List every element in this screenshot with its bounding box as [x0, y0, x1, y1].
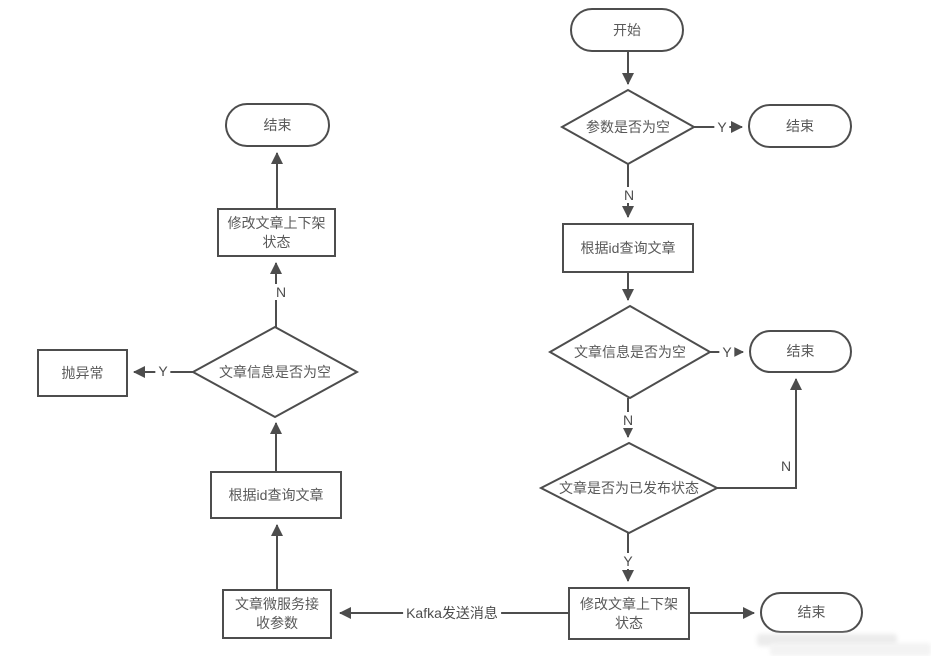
edge-label-no-article-info-right: N — [619, 412, 637, 428]
start-terminator: 开始 — [570, 8, 684, 52]
decision-article-info-left-shape — [190, 325, 360, 419]
end-terminator-bottom-right: 结束 — [760, 592, 863, 633]
process-receive-params: 文章微服务接收参数 — [222, 589, 332, 639]
edge-label-yes-params: Y — [714, 119, 730, 135]
watermark-patch — [770, 643, 931, 656]
decision-published-shape — [538, 441, 720, 535]
edge-label-kafka-message: Kafka发送消息 — [403, 603, 501, 623]
decision-params-shape — [559, 88, 697, 166]
process-update-status-left: 修改文章上下架状态 — [217, 208, 336, 257]
end-terminator-top-right: 结束 — [748, 104, 852, 148]
process-update-status-right: 修改文章上下架状态 — [568, 587, 690, 640]
decision-article-info-right-shape — [547, 304, 713, 400]
process-query-article-left: 根据id查询文章 — [210, 471, 342, 519]
process-throw-exception: 抛异常 — [37, 349, 128, 397]
edge-label-yes-published: Y — [620, 553, 636, 569]
edge-label-yes-article-info-left: Y — [155, 363, 171, 379]
edge-label-no-params: N — [620, 187, 638, 203]
edge-label-yes-article-info-right: Y — [719, 344, 735, 360]
edge-label-no-published: N — [777, 458, 795, 474]
edge-label-no-article-info-left: N — [272, 284, 290, 300]
end-terminator-left: 结束 — [225, 103, 330, 147]
end-terminator-mid-right: 结束 — [749, 330, 852, 373]
process-query-article-right: 根据id查询文章 — [562, 223, 694, 273]
